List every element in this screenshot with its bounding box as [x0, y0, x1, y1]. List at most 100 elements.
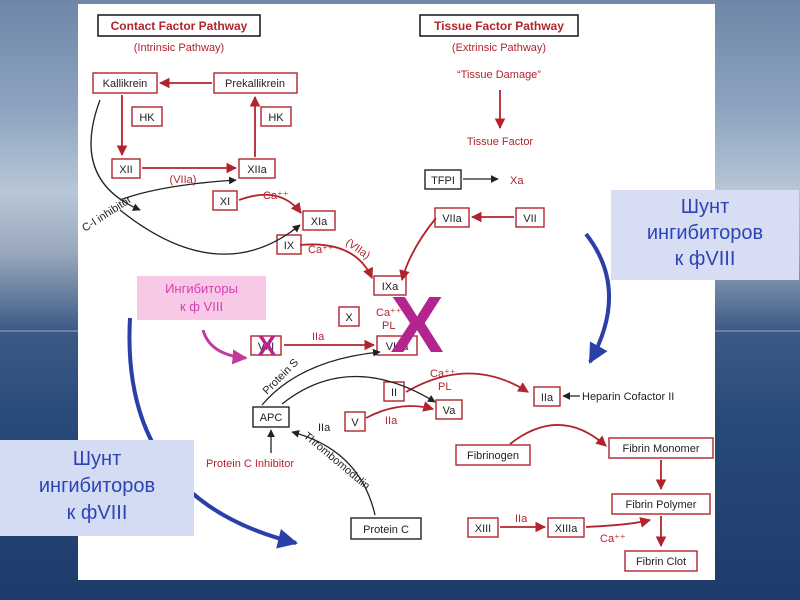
callout-right-line-3: к фVIII [674, 248, 736, 270]
svg-text:Prekallikrein: Prekallikrein [225, 78, 285, 90]
node-ixa: IXa [373, 275, 407, 296]
pl-label-2: PL [438, 381, 451, 393]
node-apc: APC [252, 406, 290, 428]
callout-shunt-left: Шунт ингибиторов к фVIII [0, 440, 194, 536]
svg-text:APC: APC [260, 412, 283, 424]
callout-right-line-1: Шунт [680, 196, 730, 218]
node-prekallikrein: Prekallikrein [213, 72, 298, 94]
node-fibrin-clot: Fibrin Clot [624, 550, 698, 572]
extrinsic-subtitle: (Extrinsic Pathway) [452, 42, 546, 54]
svg-text:Kallikrein: Kallikrein [103, 78, 148, 90]
node-va: Va [435, 399, 463, 420]
callout-shunt-right: Шунт ингибиторов к фVIII [611, 190, 799, 280]
ca-label-5: Ca⁺⁺ [600, 533, 626, 545]
arrow-xiiia-polymer [585, 517, 652, 528]
callout-left-line-2: ингибиторов [38, 475, 156, 497]
iia-label-4: IIa [318, 422, 331, 434]
contact-pathway-title: Contact Factor Pathway [111, 19, 248, 33]
callout-pink-line-1: Ингибиторы [165, 281, 238, 296]
ca-label-4: Ca⁺⁺ [430, 368, 456, 380]
svg-text:XII: XII [119, 164, 132, 176]
arrow-apc-viiia [261, 348, 381, 406]
ca-label-2: Ca⁺⁺ [308, 244, 334, 256]
xa-tf-label: Xa [510, 175, 524, 187]
svg-text:XIIa: XIIa [247, 164, 267, 176]
svg-text:Protein C: Protein C [363, 524, 409, 536]
svg-text:VIII: VIII [258, 341, 275, 353]
callout-right-line-2: ингибиторов [646, 222, 764, 244]
node-hk-right: HK [260, 106, 292, 127]
callout-pink-line-2: к ф VIII [179, 299, 224, 314]
arrow-ii-iia [405, 372, 529, 393]
arrow-apc-va [281, 375, 436, 405]
pathway-arrows [116, 77, 667, 548]
protein-c-inhibitor-label: Protein C Inhibitor [206, 458, 294, 470]
tissue-pathway-title: Tissue Factor Pathway [434, 19, 564, 33]
node-xia: XIa [302, 210, 336, 231]
svg-text:Va: Va [443, 405, 457, 417]
svg-text:IIa: IIa [541, 392, 554, 404]
x-mark-large: X [390, 280, 443, 369]
svg-text:IXa: IXa [382, 281, 399, 293]
tissue-pathway-title-box: Tissue Factor Pathway [419, 14, 579, 37]
node-vii: VII [515, 207, 545, 228]
node-xiia: XIIa [238, 158, 276, 179]
node-viii: VIII [250, 335, 282, 356]
svg-text:VIIIa: VIIIa [386, 341, 410, 353]
thrombomodulin-label: Thrombomodulin [301, 430, 372, 492]
arrow-ci-xia [119, 209, 301, 255]
node-kallikrein: Kallikrein [92, 72, 158, 94]
node-iia: IIa [533, 386, 561, 407]
intrinsic-subtitle: (Intrinsic Pathway) [134, 42, 224, 54]
svg-text:V: V [351, 417, 359, 429]
svg-text:HK: HK [268, 112, 284, 124]
tissue-damage-label: “Tissue Damage” [457, 69, 541, 81]
node-hk-left: HK [131, 106, 163, 127]
node-viia: VIIa [434, 207, 470, 228]
inhibitor-arrows [90, 99, 580, 516]
node-viiia: VIIIa [376, 335, 418, 356]
node-fibrin-polymer: Fibrin Polymer [611, 493, 711, 515]
iia-label-2: IIa [385, 415, 398, 427]
svg-text:XI: XI [220, 196, 230, 208]
viia-paren-label-1: (VIIa) [170, 174, 197, 186]
callout-left-line-1: Шунт [72, 448, 122, 470]
node-xiii: XIII [467, 517, 499, 538]
iia-label-3: IIa [515, 513, 528, 525]
node-ix: IX [276, 234, 302, 255]
shunt-arrow-right [584, 232, 612, 364]
callout-inhibitors: Ингибиторы к ф VIII [137, 276, 266, 320]
tissue-factor-label: Tissue Factor [467, 136, 534, 148]
arrow-xi-xia [238, 193, 302, 214]
heparin-cofactor-label: Heparin Cofactor II [582, 391, 674, 403]
arrow-viia-ixa [399, 217, 437, 282]
svg-text:Fibrin Clot: Fibrin Clot [636, 556, 686, 568]
svg-text:X: X [345, 312, 353, 324]
arrow-fibrinogen-monomer [509, 424, 607, 447]
svg-text:IX: IX [284, 240, 295, 252]
callout-left-line-3: к фVIII [66, 502, 128, 524]
svg-text:Fibrin Monomer: Fibrin Monomer [622, 443, 699, 455]
arrow-proteinc-apc [291, 430, 376, 516]
pink-inhibitor-arrow [201, 329, 248, 365]
node-v: V [344, 411, 366, 432]
node-fibrin-monomer: Fibrin Monomer [608, 437, 714, 459]
arrow-ix-ixa [299, 243, 373, 279]
node-tfpi: TFPI [424, 169, 462, 190]
svg-text:II: II [391, 387, 397, 399]
x-mark-small: X [258, 330, 277, 361]
svg-text:TFPI: TFPI [431, 175, 455, 187]
arrow-v-va [365, 401, 435, 419]
svg-text:HK: HK [139, 112, 155, 124]
node-xii: XII [111, 158, 141, 179]
svg-text:XIII: XIII [475, 523, 492, 535]
svg-text:VII: VII [523, 213, 536, 225]
svg-text:XIIIa: XIIIa [555, 523, 579, 535]
svg-text:Fibrin Polymer: Fibrin Polymer [626, 499, 697, 511]
node-protein-c: Protein C [350, 517, 422, 540]
node-ii: II [383, 381, 405, 402]
ca-label-3: Ca⁺⁺ [376, 307, 402, 319]
node-xiiia: XIIIa [547, 517, 585, 538]
svg-text:Fibrinogen: Fibrinogen [467, 450, 519, 462]
